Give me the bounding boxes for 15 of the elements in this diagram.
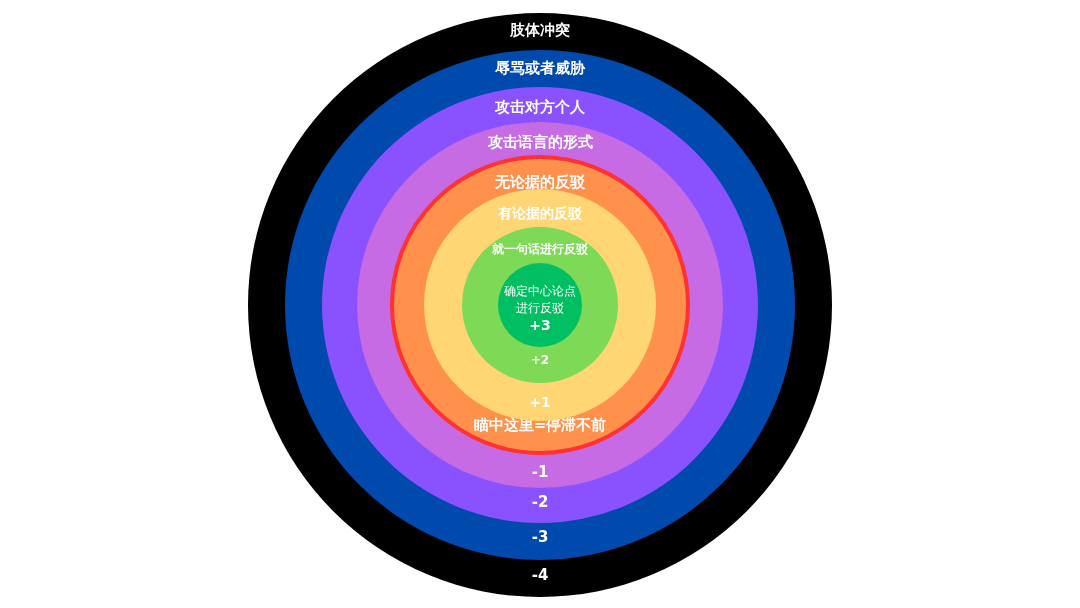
ring-label: 就一句话进行反驳 bbox=[492, 241, 588, 258]
score-label: -2 bbox=[531, 493, 549, 511]
score-label: +2 bbox=[530, 352, 550, 369]
ring-label: 有论据的反驳 bbox=[498, 204, 582, 222]
ring-label: 肢体冲突 bbox=[510, 21, 570, 39]
score-label: -4 bbox=[531, 566, 549, 584]
ring-label: 辱骂或者威胁 bbox=[495, 59, 585, 77]
ring-label: 攻击语言的形式 bbox=[487, 133, 593, 151]
score-label: +1 bbox=[529, 393, 551, 411]
ring-label: 无论据的反驳 bbox=[495, 173, 585, 191]
ring-label: 攻击对方个人 bbox=[495, 98, 585, 116]
score-label: -1 bbox=[531, 463, 549, 481]
score-label: +3 bbox=[529, 316, 551, 334]
score-label: -3 bbox=[531, 528, 549, 546]
ring-label: 确定中心论点进行反驳 bbox=[503, 282, 577, 317]
